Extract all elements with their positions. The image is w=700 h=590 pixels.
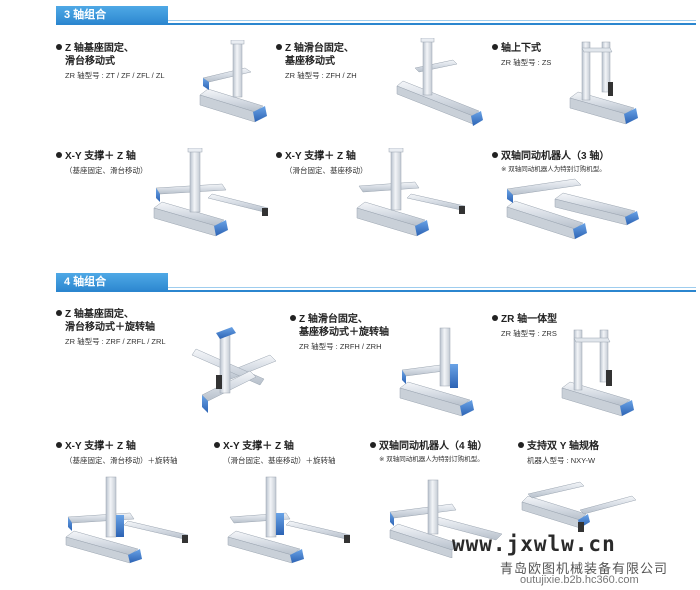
- robot-illustration: [396, 38, 483, 126]
- item-model: （基座固定、滑台移动）＋旋转轴: [65, 456, 178, 465]
- robot-illustration: [191, 327, 277, 413]
- bullet-icon: [370, 442, 376, 448]
- section-divider: [168, 20, 696, 21]
- config-xy-support-slider-fixed-rotary: X-Y 支撑＋ Z 轴 （滑台固定、基座移动）＋旋转轴: [214, 440, 336, 466]
- item-title: Z 轴基座固定、滑台移动式: [56, 42, 165, 68]
- watermark-url: www.jxwlw.cn: [452, 532, 616, 556]
- bullet-icon: [56, 44, 62, 50]
- config-dual-sync-3-axis: 双轴同动机器人（3 轴） ※ 双轴同动机器人为特别订购机型。: [492, 150, 609, 175]
- bullet-icon: [56, 152, 62, 158]
- item-model: ZR 轴型号 : ZRF / ZRFL / ZRL: [65, 337, 166, 346]
- robot-illustration: [506, 178, 639, 240]
- config-axis-up-down: 轴上下式 ZR 轴型号 : ZS: [492, 42, 551, 68]
- section-divider: [168, 287, 696, 288]
- item-model: ZR 轴型号 : ZS: [501, 58, 552, 67]
- item-note: ※ 双轴同动机器人为特别订购机型。: [379, 456, 484, 463]
- bullet-icon: [290, 315, 296, 321]
- config-dual-sync-4-axis: 双轴同动机器人（4 轴） ※ 双轴同动机器人为特别订购机型。: [370, 440, 487, 465]
- item-title: X-Y 支撑＋ Z 轴: [56, 440, 178, 453]
- bullet-icon: [276, 44, 282, 50]
- item-model: 机器人型号 : NXY-W: [527, 456, 596, 465]
- item-model: ZR 轴型号 : ZRFH / ZRH: [299, 342, 382, 351]
- item-model: （滑台固定、基座移动）＋旋转轴: [223, 456, 336, 465]
- section-title: 3 轴组合: [56, 6, 168, 25]
- bullet-icon: [492, 44, 498, 50]
- bullet-icon: [518, 442, 524, 448]
- section-header-3-axis: 3 轴组合: [56, 6, 696, 25]
- config-z-base-fixed-rotary: Z 轴基座固定、滑台移动式＋旋转轴 ZR 轴型号 : ZRF / ZRFL / …: [56, 308, 166, 347]
- item-model: （滑台固定、基座移动）: [285, 166, 368, 175]
- robot-illustration: [199, 40, 267, 123]
- bullet-icon: [276, 152, 282, 158]
- robot-illustration: [356, 148, 466, 237]
- item-title: X-Y 支撑＋ Z 轴: [56, 150, 148, 163]
- config-xy-support-slider-fixed: X-Y 支撑＋ Z 轴 （滑台固定、基座移动）: [276, 150, 368, 176]
- robot-illustration: [521, 481, 637, 532]
- robot-illustration: [153, 148, 269, 237]
- item-model: ZR 轴型号 : ZRS: [501, 329, 557, 338]
- item-model: （基座固定、滑台移动）: [65, 166, 148, 175]
- bullet-icon: [214, 442, 220, 448]
- watermark-site: outujixie.b2b.hc360.com: [520, 574, 639, 586]
- item-note: ※ 双轴同动机器人为特别订购机型。: [501, 166, 606, 173]
- robot-illustration: [561, 329, 634, 417]
- config-z-slider-fixed: Z 轴滑台固定、基座移动式 ZR 轴型号 : ZFH / ZH: [276, 42, 357, 81]
- item-title: 轴上下式: [492, 42, 551, 55]
- item-title: Z 轴滑台固定、基座移动式: [276, 42, 357, 68]
- config-xy-support-base-fixed-rotary: X-Y 支撑＋ Z 轴 （基座固定、滑台移动）＋旋转轴: [56, 440, 178, 466]
- robot-illustration: [227, 476, 351, 564]
- bullet-icon: [492, 152, 498, 158]
- watermark-company: 青岛欧图机械装备有限公司: [500, 561, 669, 576]
- item-title: X-Y 支撑＋ Z 轴: [276, 150, 368, 163]
- item-title: Z 轴滑台固定、基座移动式＋旋转轴: [290, 313, 389, 339]
- item-model: ZR 轴型号 : ZFH / ZH: [285, 71, 357, 80]
- bullet-icon: [56, 310, 62, 316]
- config-xy-support-base-fixed: X-Y 支撑＋ Z 轴 （基座固定、滑台移动）: [56, 150, 148, 176]
- robot-illustration: [65, 476, 189, 564]
- item-title: ZR 轴一体型: [492, 313, 557, 326]
- section-divider: [56, 23, 696, 25]
- bullet-icon: [56, 442, 62, 448]
- config-z-slider-fixed-rotary: Z 轴滑台固定、基座移动式＋旋转轴 ZR 轴型号 : ZRFH / ZRH: [290, 313, 389, 352]
- robot-illustration: [399, 327, 474, 417]
- robot-illustration: [569, 41, 638, 125]
- item-title: 支持双 Y 轴规格: [518, 440, 599, 453]
- item-title: Z 轴基座固定、滑台移动式＋旋转轴: [56, 308, 166, 334]
- item-title: 双轴同动机器人（3 轴）: [492, 150, 609, 163]
- robot-illustration: [389, 479, 503, 558]
- bullet-icon: [492, 315, 498, 321]
- config-z-base-fixed: Z 轴基座固定、滑台移动式 ZR 轴型号 : ZT / ZF / ZFL / Z…: [56, 42, 165, 81]
- section-header-4-axis: 4 轴组合: [56, 273, 696, 292]
- section-title: 4 轴组合: [56, 273, 168, 292]
- item-title: 双轴同动机器人（4 轴）: [370, 440, 487, 453]
- config-dual-y-axis: 支持双 Y 轴规格 机器人型号 : NXY-W: [518, 440, 599, 466]
- item-model: ZR 轴型号 : ZT / ZF / ZFL / ZL: [65, 71, 165, 80]
- config-zr-integrated: ZR 轴一体型 ZR 轴型号 : ZRS: [492, 313, 557, 339]
- section-divider: [56, 290, 696, 292]
- item-title: X-Y 支撑＋ Z 轴: [214, 440, 336, 453]
